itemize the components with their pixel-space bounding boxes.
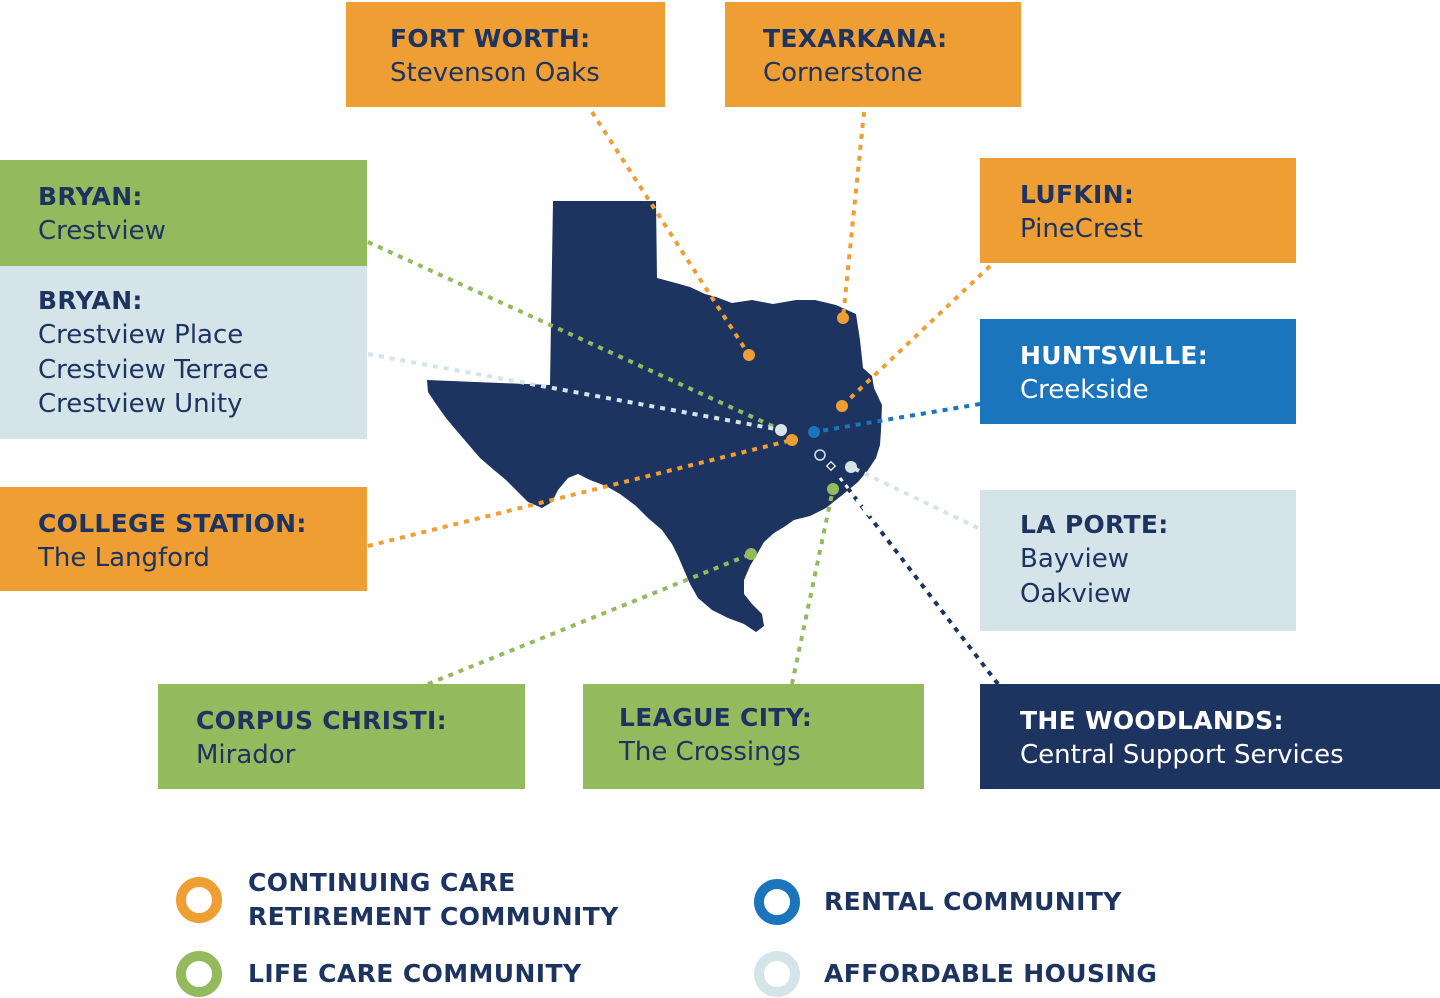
city-label: TEXARKANA: [763,24,948,53]
community-name: Oakview [1020,578,1132,609]
leader-line-league-city [790,488,835,685]
city-label: LA PORTE: [1020,510,1169,539]
community-list: The Crossings [619,735,886,770]
community-name: Creekside [1020,375,1149,405]
community-name: Cornerstone [763,58,923,88]
location-box-college-station: COLLEGE STATION: The Langford [0,487,367,591]
location-box-league-city: LEAGUE CITY: The Crossings [583,684,924,789]
legend-label: RENTAL COMMUNITY [824,887,1122,916]
leader-line-la-porte [850,465,979,530]
marker-woodlands [814,449,826,461]
marker-huntsville [808,426,820,438]
city-label: CORPUS CHRISTI: [196,706,447,735]
community-list: Stevenson Oaks [390,56,627,91]
legend-item-affordable: AFFORDABLE HOUSING [754,951,1157,997]
legend-item-life-care: LIFE CARE COMMUNITY [176,951,581,997]
marker-fort-worth [743,349,755,361]
community-name: Crestview [38,216,166,246]
marker-houston-small [825,460,837,472]
community-list: Crestview [38,214,329,249]
community-name: Crestview Terrace [38,354,269,385]
marker-college-station [786,434,798,446]
city-label: BRYAN: [38,182,143,211]
legend-item-rental: RENTAL COMMUNITY [754,879,1122,925]
location-box-corpus-christi: CORPUS CHRISTI: Mirador [158,684,525,789]
community-name: The Langford [38,543,210,573]
community-name: Stevenson Oaks [390,58,600,88]
location-box-huntsville: HUNTSVILLE: Creekside [980,319,1296,424]
community-name: Crestview Unity [38,389,243,419]
texas-state-shape [427,201,882,632]
legend-label-line: CONTINUING CARE [248,868,516,897]
community-list: Central Support Services [1020,738,1402,773]
legend-label: AFFORDABLE HOUSING [824,959,1158,988]
community-list: Bayview Oakview [1020,542,1258,611]
location-box-fort-worth: FORT WORTH: Stevenson Oaks [346,2,665,107]
legend-label-line: RETIREMENT COMMUNITY [248,902,619,931]
location-box-la-porte: LA PORTE: Bayview Oakview [980,490,1296,631]
leader-line-texarkana [841,111,866,319]
marker-corpus-christi [745,548,757,560]
leader-line-lufkin [840,264,992,408]
marker-la-porte [845,461,857,473]
legend-swatch-blue [754,879,800,925]
community-list: Mirador [196,738,487,773]
location-box-woodlands: THE WOODLANDS: Central Support Services [980,684,1440,789]
city-label: LUFKIN: [1020,180,1135,209]
legend-item-ccrc: CONTINUING CARE RETIREMENT COMMUNITY [176,866,619,934]
leader-line-college-station [367,438,793,548]
location-box-bryan-place: BRYAN: Crestview Place Crestview Terrace… [0,266,367,439]
community-list: Creekside [1020,373,1258,408]
legend-swatch-lightblue [754,951,800,997]
leader-line-corpus-christi [427,552,752,686]
community-list: The Langford [38,541,329,576]
leader-line-bryan-place [367,352,782,432]
marker-lufkin [836,400,848,412]
legend-label: LIFE CARE COMMUNITY [248,959,582,988]
leader-line-fort-worth [590,110,751,357]
city-label: THE WOODLANDS: [1020,706,1284,735]
community-name: Bayview [1020,544,1130,574]
marker-texarkana [837,312,849,324]
city-label: COLLEGE STATION: [38,509,307,538]
marker-bryan-place [775,424,787,436]
community-name: PineCrest [1020,214,1143,244]
legend-label: CONTINUING CARE RETIREMENT COMMUNITY [248,866,619,934]
legend-swatch-green [176,951,222,997]
city-label: FORT WORTH: [390,24,591,53]
city-label: LEAGUE CITY: [619,703,813,732]
community-list: Crestview Place Crestview Terrace Crestv… [38,318,329,422]
legend-swatch-orange [176,877,222,923]
community-name: Central Support Services [1020,740,1344,770]
city-label: HUNTSVILLE: [1020,341,1209,370]
community-name: Mirador [196,740,296,770]
community-name: The Crossings [619,737,801,767]
community-list: PineCrest [1020,212,1258,247]
marker-league-city [827,483,839,495]
community-list: Cornerstone [763,56,983,91]
community-name: Crestview Place [38,320,244,350]
location-box-texarkana: TEXARKANA: Cornerstone [725,2,1021,107]
leader-line-bryan-crestview [367,240,782,432]
city-label: BRYAN: [38,286,143,315]
location-box-bryan-crestview: BRYAN: Crestview [0,160,367,266]
location-box-lufkin: LUFKIN: PineCrest [980,158,1296,263]
